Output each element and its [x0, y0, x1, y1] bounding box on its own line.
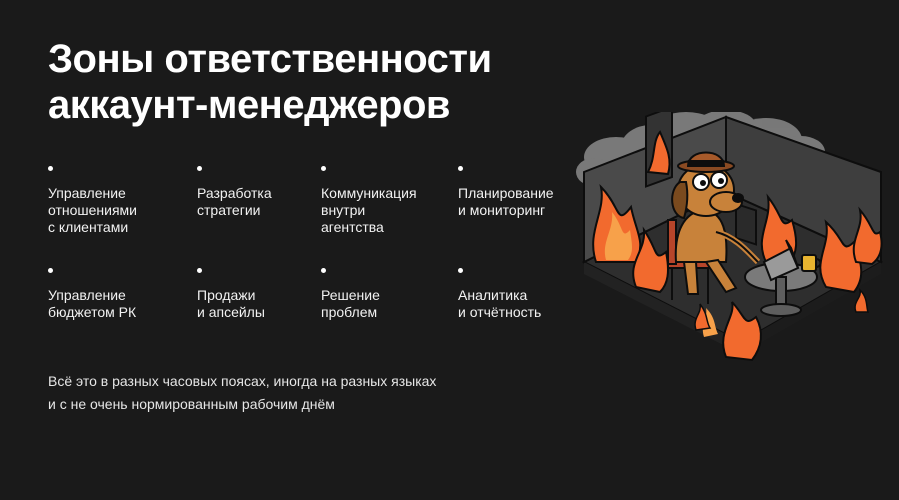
zone-label: Решение проблем: [321, 287, 380, 320]
bullet-icon: [458, 268, 463, 273]
laptop-icon: [762, 239, 800, 282]
illustration-svg: [576, 105, 884, 362]
bullet-icon: [321, 166, 326, 171]
zone-label: Разработка стратегии: [197, 185, 272, 218]
coffee-mug-icon: [801, 254, 822, 272]
zone-label: Управление бюджетом РК: [48, 287, 137, 320]
bullet-icon: [48, 268, 53, 273]
zone-planning: Планирование и мониторинг: [458, 166, 598, 219]
slide-title: Зоны ответственности аккаунт-менеджеров: [48, 37, 492, 127]
bullet-icon: [48, 166, 53, 171]
footnote: Всё это в разных часовых поясах, иногда …: [48, 373, 437, 412]
dog-icon: [671, 151, 761, 295]
zone-label: Аналитика и отчётность: [458, 287, 542, 320]
fire-icon: [702, 193, 883, 362]
fire-icon: [694, 287, 870, 331]
zone-label: Управление отношениями с клиентами: [48, 185, 138, 235]
bullet-icon: [197, 166, 202, 171]
zone-problem-solving: Решение проблем: [321, 268, 461, 321]
zone-strategy: Разработка стратегии: [197, 166, 337, 219]
this-is-fine-dog-icon: [576, 105, 896, 372]
bullet-icon: [197, 268, 202, 273]
zone-label: Коммуникация внутри агентства: [321, 185, 417, 235]
zone-label: Продажи и апсейлы: [197, 287, 265, 320]
zone-analytics: Аналитика и отчётность: [458, 268, 598, 321]
zone-internal-communication: Коммуникация внутри агентства: [321, 166, 461, 236]
zone-sales: Продажи и апсейлы: [197, 268, 337, 321]
zone-label: Планирование и мониторинг: [458, 185, 554, 218]
bullet-icon: [321, 268, 326, 273]
zones-grid: Управление отношениями с клиентами Разра…: [48, 166, 588, 336]
zone-client-relations: Управление отношениями с клиентами: [48, 166, 188, 236]
zone-budget: Управление бюджетом РК: [48, 268, 188, 321]
fire-icon: [592, 130, 671, 294]
bullet-icon: [458, 166, 463, 171]
